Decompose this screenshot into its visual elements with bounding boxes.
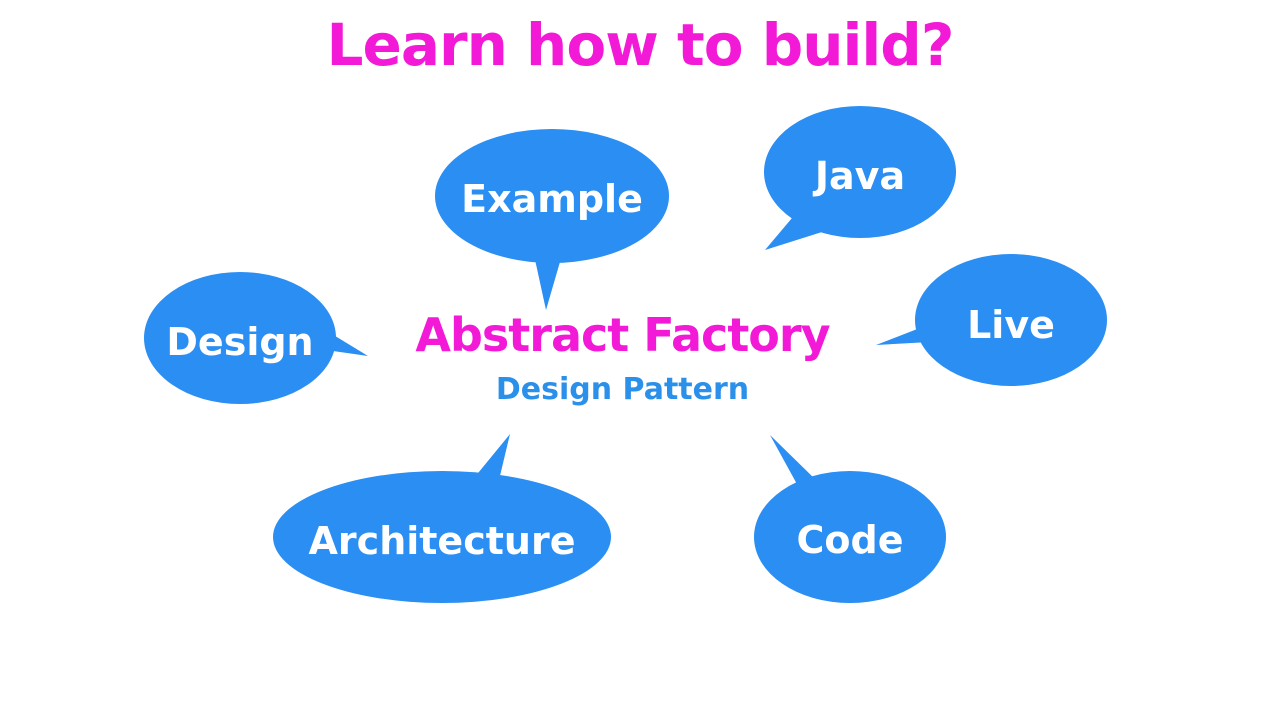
- bubble-example: Example: [435, 129, 669, 310]
- bubble-example-tail: [534, 255, 562, 310]
- bubble-architecture-shape: [273, 471, 611, 603]
- bubble-design-shape: [144, 272, 336, 404]
- bubble-live-shape: [915, 254, 1107, 386]
- bubble-live-tail: [876, 326, 930, 345]
- bubble-live-label: Live: [967, 303, 1055, 347]
- bubble-example-shape: [435, 129, 669, 263]
- center-topic-subtitle: Design Pattern: [495, 372, 750, 407]
- bubble-live: Live: [876, 254, 1107, 386]
- bubble-architecture-label: Architecture: [309, 519, 576, 563]
- bubble-java-tail: [765, 218, 822, 250]
- bubble-code-tail: [770, 435, 818, 486]
- bubble-design-label: Design: [166, 320, 313, 364]
- center-topic-title: Abstract Factory: [415, 308, 830, 362]
- bubble-design: Design: [144, 272, 368, 404]
- bubble-code: Code: [754, 435, 946, 603]
- page-title: Learn how to build?: [326, 11, 955, 79]
- bubble-example-label: Example: [461, 177, 643, 221]
- bubble-java-label: Java: [812, 154, 905, 198]
- bubble-design-tail: [322, 328, 368, 356]
- bubble-architecture: Architecture: [273, 434, 611, 603]
- bubble-java-shape: [764, 106, 956, 238]
- bubble-code-label: Code: [797, 518, 904, 562]
- bubble-code-shape: [754, 471, 946, 603]
- bubble-java: Java: [764, 106, 956, 250]
- bubble-architecture-tail: [474, 434, 510, 480]
